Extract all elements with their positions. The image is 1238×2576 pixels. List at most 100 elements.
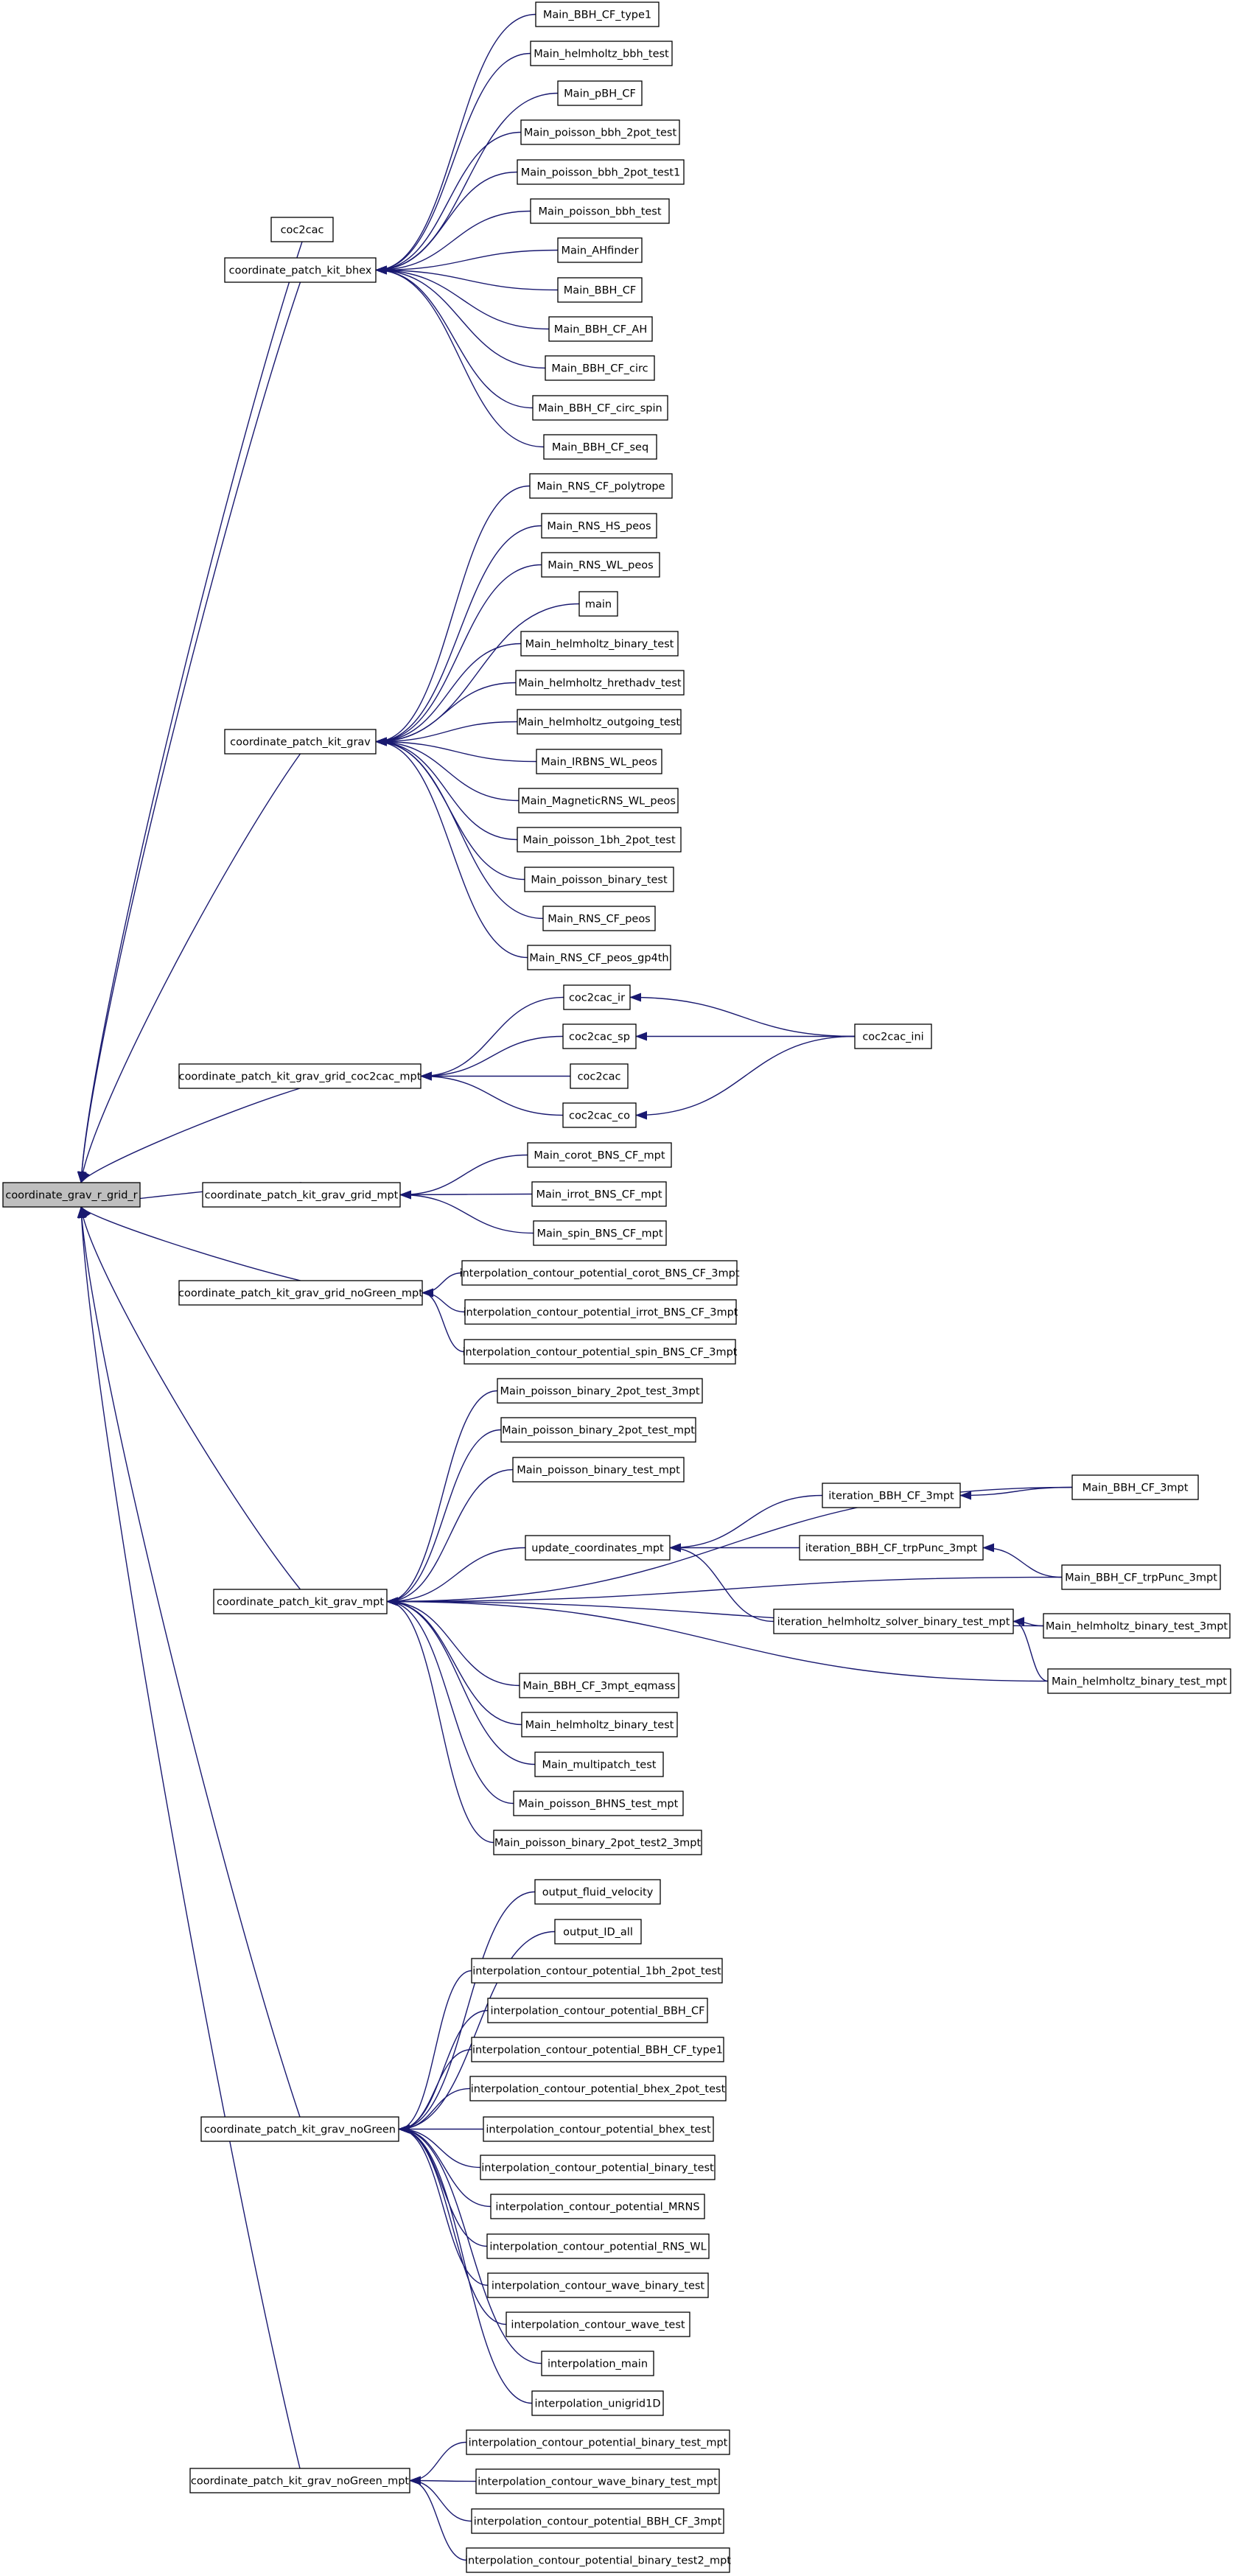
node-label: Main_BBH_CF_circ_spin: [538, 403, 662, 415]
edge-b1-to-bhex: [375, 13, 536, 275]
graph-node-grav_nogreen[interactable]: coordinate_patch_kit_grav_noGreen: [200, 2116, 399, 2142]
edge-b2-to-bhex: [375, 52, 531, 275]
graph-node-b10[interactable]: Main_BBH_CF_circ: [545, 355, 655, 381]
node-box: [224, 257, 377, 283]
graph-node-g13[interactable]: Main_RNS_CF_peos_gp4th: [527, 945, 671, 970]
graph-node-r2[interactable]: Main_BBH_CF_trpPunc_3mpt: [1061, 1564, 1221, 1590]
node-label: output_fluid_velocity: [542, 1887, 654, 1899]
graph-node-grav_nogreen_mpt[interactable]: coordinate_patch_kit_grav_noGreen_mpt: [189, 2468, 410, 2493]
graph-node-g7[interactable]: Main_helmholtz_outgoing_test: [517, 709, 682, 735]
graph-node-g11[interactable]: Main_poisson_binary_test: [524, 867, 674, 892]
graph-node-q3[interactable]: interpolation_contour_potential_1bh_2pot…: [471, 1958, 723, 1984]
graph-node-s2[interactable]: interpolation_contour_wave_binary_test_m…: [475, 2468, 720, 2494]
graph-node-grav[interactable]: coordinate_patch_kit_grav: [224, 729, 377, 755]
graph-node-g9[interactable]: Main_MagneticRNS_WL_peos: [518, 788, 679, 813]
graph-node-m3[interactable]: Main_spin_BNS_CF_mpt: [533, 1220, 667, 1246]
node-box: [534, 1879, 661, 1905]
node-label: Main_poisson_binary_test: [531, 875, 668, 886]
graph-node-g8[interactable]: Main_IRBNS_WL_peos: [536, 749, 662, 774]
graph-node-p5[interactable]: Main_BBH_CF_3mpt_eqmass: [519, 1673, 679, 1698]
graph-node-b6[interactable]: Main_poisson_bbh_test: [530, 198, 670, 224]
graph-node-b8[interactable]: Main_BBH_CF: [557, 277, 643, 303]
graph-node-b1[interactable]: Main_BBH_CF_type1: [535, 1, 660, 27]
graph-node-p8[interactable]: Main_poisson_BHNS_test_mpt: [513, 1791, 684, 1816]
graph-node-s4[interactable]: interpolation_contour_potential_binary_t…: [465, 2547, 731, 2573]
graph-node-p2[interactable]: Main_poisson_binary_2pot_test_mpt: [500, 1417, 696, 1443]
graph-node-q4[interactable]: interpolation_contour_potential_BBH_CF: [487, 1998, 708, 2023]
graph-node-g4[interactable]: main: [578, 591, 618, 617]
graph-node-grid_mpt[interactable]: coordinate_patch_kit_grav_grid_mpt: [202, 1182, 401, 1208]
edge-q4-to-grav_nogreen: [398, 2009, 489, 2134]
graph-node-coc2cac_a[interactable]: coc2cac: [270, 217, 334, 242]
node-box: [557, 237, 643, 263]
graph-node-c_b[interactable]: coc2cac: [570, 1063, 629, 1089]
graph-node-s3[interactable]: interpolation_contour_potential_BBH_CF_3…: [471, 2508, 724, 2534]
graph-node-q1[interactable]: output_fluid_velocity: [534, 1879, 661, 1905]
graph-node-coc2cac_mpt[interactable]: coordinate_patch_kit_grav_grid_coc2cac_m…: [178, 1063, 422, 1089]
graph-node-r3[interactable]: Main_helmholtz_binary_test_3mpt: [1043, 1613, 1231, 1639]
graph-node-q7[interactable]: interpolation_contour_potential_bhex_tes…: [483, 2116, 714, 2142]
graph-node-n1[interactable]: interpolation_contour_potential_corot_BN…: [459, 1260, 740, 1286]
graph-node-bhex[interactable]: coordinate_patch_kit_bhex: [224, 257, 377, 283]
graph-node-q9[interactable]: interpolation_contour_potential_MRNS: [490, 2194, 705, 2219]
graph-node-b9[interactable]: Main_BBH_CF_AH: [548, 316, 653, 342]
graph-node-it2[interactable]: iteration_BBH_CF_trpPunc_3mpt: [799, 1535, 984, 1561]
graph-node-c_co[interactable]: coc2cac_co: [562, 1102, 637, 1128]
graph-node-it1[interactable]: iteration_BBH_CF_3mpt: [822, 1483, 961, 1508]
graph-node-q10[interactable]: interpolation_contour_potential_RNS_WL: [486, 2233, 710, 2259]
graph-node-p4[interactable]: update_coordinates_mpt: [525, 1535, 671, 1561]
graph-node-g12[interactable]: Main_RNS_CF_peos: [542, 906, 656, 931]
graph-node-r4[interactable]: Main_helmholtz_binary_test_mpt: [1047, 1668, 1231, 1694]
graph-node-s1[interactable]: interpolation_contour_potential_binary_t…: [466, 2429, 730, 2455]
graph-node-b12[interactable]: Main_BBH_CF_seq: [543, 434, 657, 460]
node-box: [554, 1919, 642, 1945]
graph-node-grav_mpt[interactable]: coordinate_patch_kit_grav_mpt: [213, 1589, 388, 1614]
edge-b10-to-bhex: [375, 265, 546, 369]
graph-node-c_sp[interactable]: coc2cac_sp: [562, 1023, 637, 1049]
graph-node-m2[interactable]: Main_irrot_BNS_CF_mpt: [531, 1181, 667, 1207]
graph-node-p6[interactable]: Main_helmholtz_binary_test: [521, 1712, 678, 1737]
graph-node-c_ini[interactable]: coc2cac_ini: [854, 1023, 932, 1049]
graph-node-p9[interactable]: Main_poisson_binary_2pot_test2_3mpt: [493, 1830, 702, 1855]
graph-node-m1[interactable]: Main_corot_BNS_CF_mpt: [527, 1142, 672, 1168]
edge-p2-to-grav_mpt: [386, 1429, 502, 1606]
graph-node-n3[interactable]: interpolation_contour_potential_spin_BNS…: [463, 1339, 738, 1365]
graph-node-p7[interactable]: Main_multipatch_test: [534, 1751, 664, 1777]
graph-node-b2[interactable]: Main_helmholtz_bbh_test: [530, 41, 673, 66]
graph-node-q5[interactable]: interpolation_contour_potential_BBH_CF_t…: [471, 2037, 724, 2062]
node-box: [517, 709, 682, 735]
graph-node-b5[interactable]: Main_poisson_bbh_2pot_test1: [517, 159, 685, 185]
graph-node-b3[interactable]: Main_pBH_CF: [557, 80, 643, 106]
graph-root-node[interactable]: coordinate_grav_r_grid_r: [2, 1182, 141, 1208]
graph-node-it3[interactable]: iteration_helmholtz_solver_binary_test_m…: [773, 1609, 1014, 1634]
graph-node-g2[interactable]: Main_RNS_HS_peos: [541, 513, 657, 539]
graph-node-p3[interactable]: Main_poisson_binary_test_mpt: [512, 1457, 685, 1483]
graph-node-q13[interactable]: interpolation_main: [541, 2351, 654, 2376]
node-box: [541, 552, 660, 578]
edge-c_ir-to-coc2cac_mpt: [420, 996, 564, 1081]
graph-node-r1[interactable]: Main_BBH_CF_3mpt: [1071, 1474, 1199, 1500]
edge-p9-to-grav_mpt: [386, 1597, 494, 1844]
graph-node-q12[interactable]: interpolation_contour_wave_test: [506, 2311, 690, 2337]
graph-node-n2[interactable]: interpolation_contour_potential_irrot_BN…: [464, 1299, 738, 1325]
graph-node-nogreen_grid_mpt[interactable]: coordinate_patch_kit_grav_grid_noGreen_m…: [178, 1280, 423, 1306]
graph-node-g6[interactable]: Main_helmholtz_hrethadv_test: [515, 670, 685, 696]
node-label: interpolation_contour_potential_binary_t…: [465, 2555, 731, 2567]
graph-node-b11[interactable]: Main_BBH_CF_circ_spin: [532, 395, 668, 421]
graph-node-q2[interactable]: output_ID_all: [554, 1919, 642, 1945]
graph-node-c_ir[interactable]: coc2cac_ir: [563, 984, 631, 1010]
graph-node-q14[interactable]: interpolation_unigrid1D: [531, 2390, 664, 2416]
graph-node-g1[interactable]: Main_RNS_CF_polytrope: [529, 473, 673, 499]
graph-node-g3[interactable]: Main_RNS_WL_peos: [541, 552, 660, 578]
edge-coc2cac_mpt-to-root: [80, 1088, 301, 1183]
graph-node-q11[interactable]: interpolation_contour_wave_binary_test: [487, 2272, 709, 2298]
graph-node-q6[interactable]: interpolation_contour_potential_bhex_2po…: [469, 2076, 727, 2101]
graph-node-g10[interactable]: Main_poisson_1bh_2pot_test: [517, 827, 682, 853]
graph-node-b4[interactable]: Main_poisson_bbh_2pot_test: [520, 119, 680, 145]
graph-node-q8[interactable]: interpolation_contour_potential_binary_t…: [480, 2155, 716, 2180]
graph-node-g5[interactable]: Main_helmholtz_binary_test: [520, 631, 679, 657]
node-box: [1047, 1668, 1231, 1694]
graph-node-b7[interactable]: Main_AHfinder: [557, 237, 643, 263]
node-box: [487, 1998, 708, 2023]
graph-node-p1[interactable]: Main_poisson_binary_2pot_test_3mpt: [497, 1378, 703, 1404]
